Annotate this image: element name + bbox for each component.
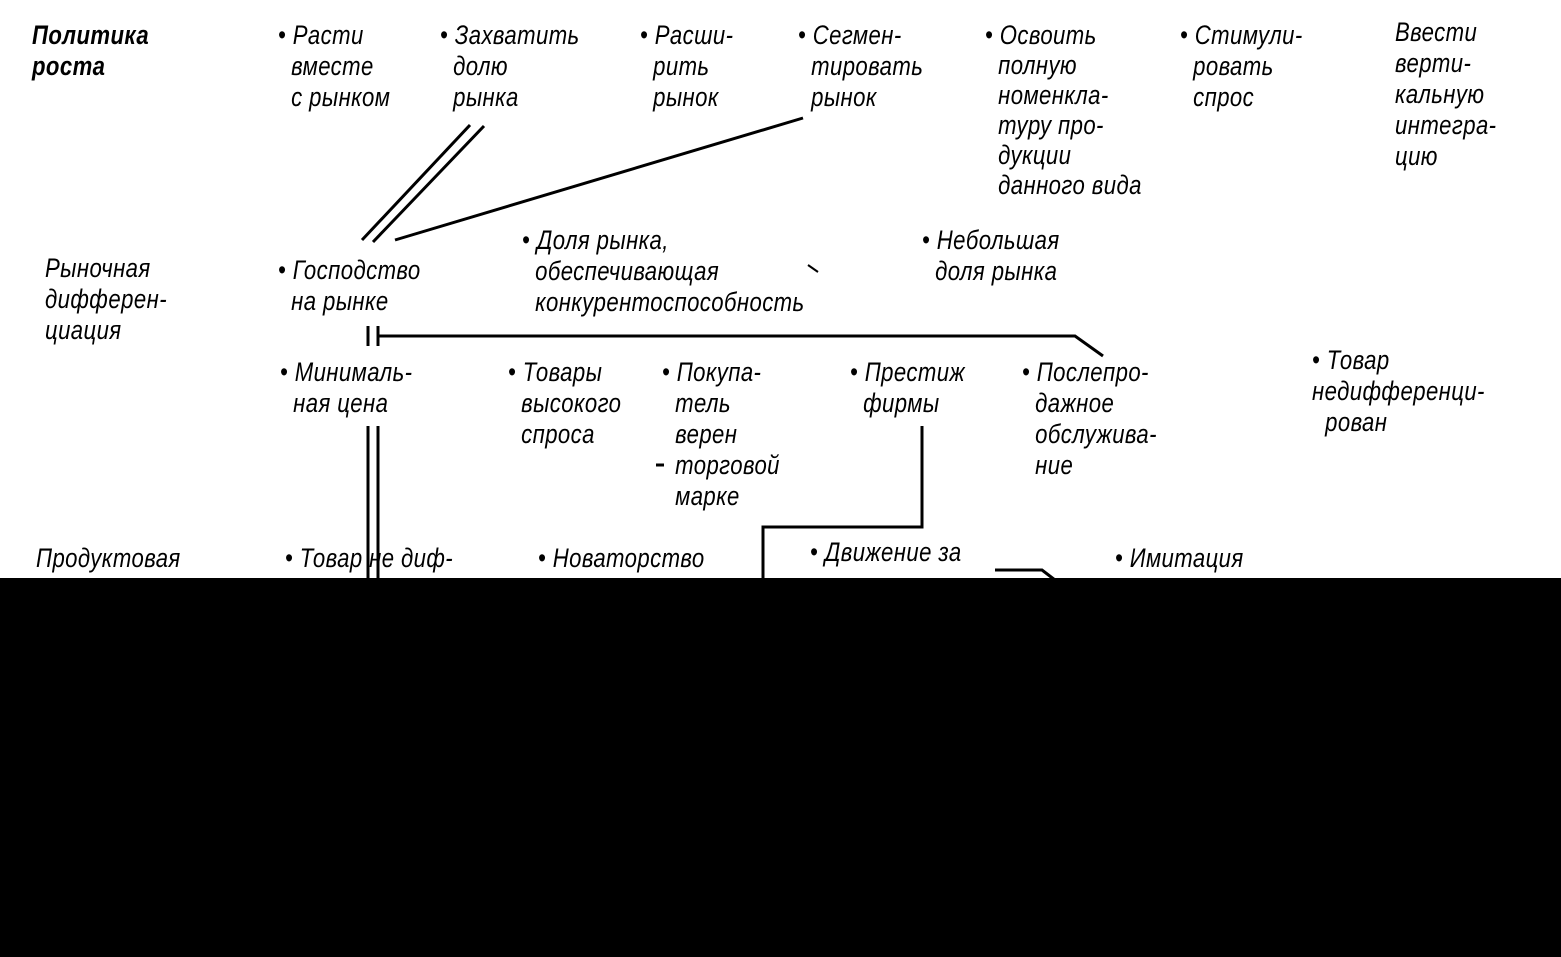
item-grow-with-market: • Расти вместе с рынком — [278, 20, 391, 112]
item-undiff-product: • Товар не диф- — [285, 543, 454, 573]
item-movement: • Движение за — [810, 537, 962, 567]
row-label-product: Продуктовая — [36, 543, 181, 573]
item-brand-loyalty: • Покупа- тель верен торговой марке — [662, 357, 780, 511]
item-market-dominance: • Господство на рынке — [278, 255, 421, 316]
item-full-range: • Освоить полную номенкла- туру про- дук… — [985, 20, 1142, 200]
black-occlusion — [0, 578, 1561, 957]
item-innovation: • Новаторство — [538, 543, 705, 573]
item-undifferentiated: • Товар недифференци- рован — [1312, 345, 1485, 437]
item-expand-market: • Расши- рить рынок — [640, 20, 734, 112]
row-label-market-diff: Рыночная дифферен- циация — [45, 253, 167, 345]
item-after-sales: • Послепро- дажное обслужива- ние — [1022, 357, 1157, 480]
item-prestige: • Престиж фирмы — [850, 357, 966, 418]
item-segment-market: • Сегмен- тировать рынок — [798, 20, 924, 112]
row-label-growth-policy: Политика роста — [32, 20, 150, 81]
item-stimulate-demand: • Стимули- ровать спрос — [1180, 20, 1303, 112]
item-competitive-share: • Доля рынка, обеспечивающая конкурентос… — [522, 225, 805, 317]
item-imitation: • Имитация — [1115, 543, 1244, 573]
item-capture-share: • Захватить долю рынка — [440, 20, 580, 112]
item-small-share: • Небольшая доля рынка — [922, 225, 1060, 286]
item-min-price: • Минималь- ная цена — [280, 357, 413, 418]
item-high-demand: • Товары высокого спроса — [508, 357, 622, 449]
item-vertical-integration: Ввести верти- кальную интегра- цию — [1395, 17, 1497, 171]
